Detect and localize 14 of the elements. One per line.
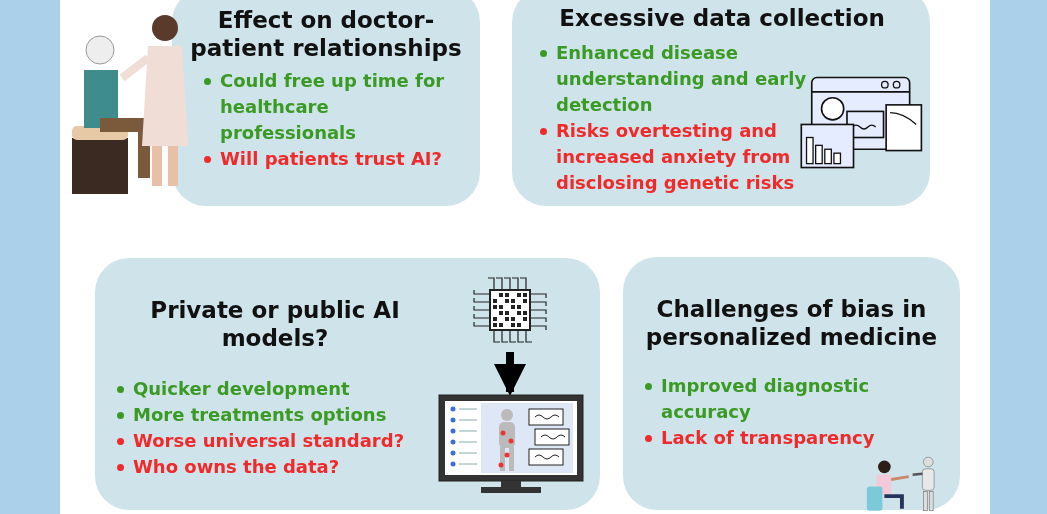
info-card [95,258,600,510]
card-heading: Private or public AI models? [149,296,401,352]
card-heading: Challenges of bias in personalized medicine [644,295,939,351]
benefit-bullet-text: Could free up time for healthcare professionals [202,68,462,146]
monitor-drawing [437,393,585,495]
info-card [512,0,930,206]
info-card [623,257,960,510]
benefit-bullet-text: Improved diagnostic accuracy [643,373,883,425]
card-heading: Excessive data collection [558,4,886,32]
risk-bullet-text: Will patients trust AI? [202,146,462,172]
info-card [172,0,480,206]
card-heading: Effect on doctor-patient relationships [189,6,463,62]
benefit-bullet-text: Quicker development [115,376,445,402]
risk-bullet-text: Lack of transparency [643,425,883,451]
